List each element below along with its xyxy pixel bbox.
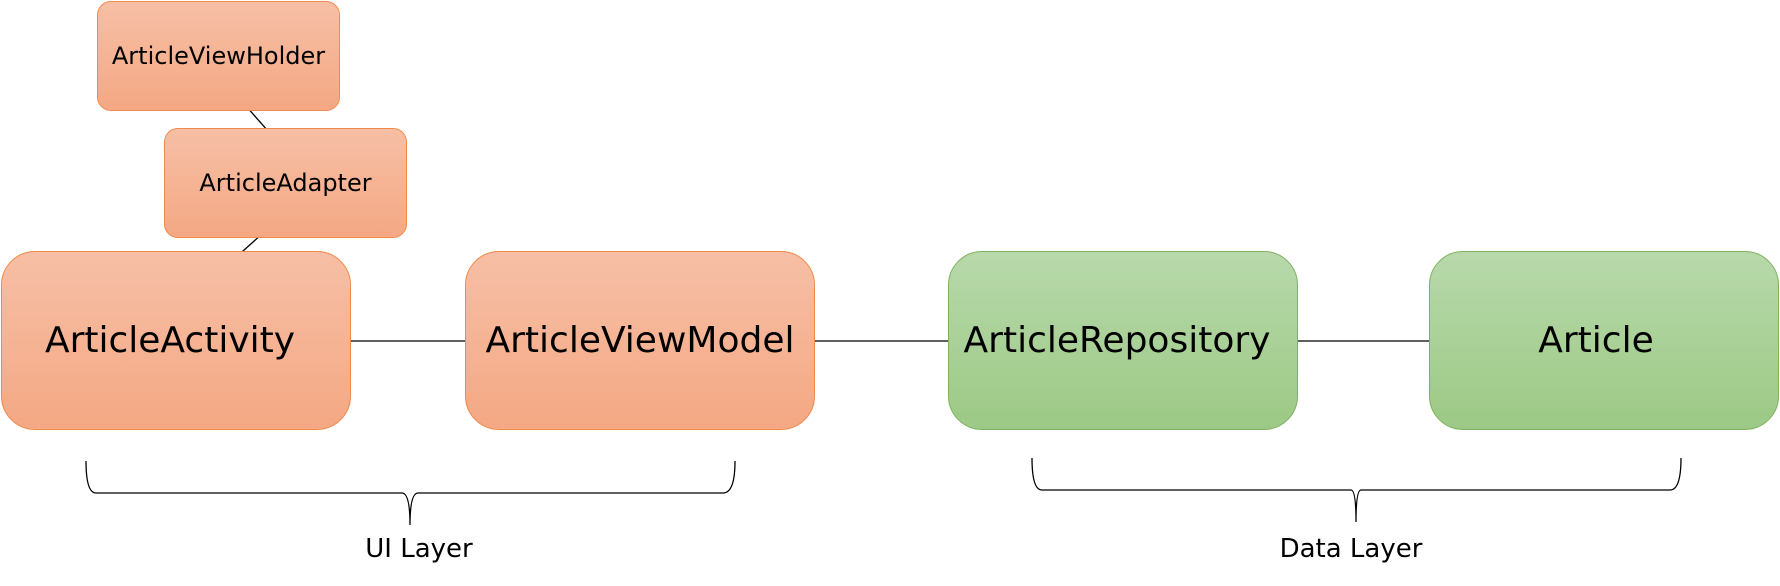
data-layer-label: Data Layer [1279,534,1423,564]
article-view-holder-node: ArticleViewHolder [97,1,340,111]
article-repository-label: ArticleRepository [963,320,1271,361]
article-repository-node: ArticleRepository [948,251,1298,430]
article-label: Article [1538,320,1654,361]
ui-layer-label: UI Layer [365,534,473,564]
ui-layer-brace [85,460,736,526]
article-view-model-label: ArticleViewModel [485,320,795,361]
article-view-holder-label: ArticleViewHolder [111,42,326,70]
data-layer-brace [1031,457,1682,523]
article-view-model-node: ArticleViewModel [465,251,815,430]
article-adapter-node: ArticleAdapter [164,128,407,238]
article-adapter-label: ArticleAdapter [199,169,372,197]
article-node: Article [1429,251,1779,430]
article-activity-node: ArticleActivity [1,251,351,430]
article-activity-label: ArticleActivity [44,320,296,361]
